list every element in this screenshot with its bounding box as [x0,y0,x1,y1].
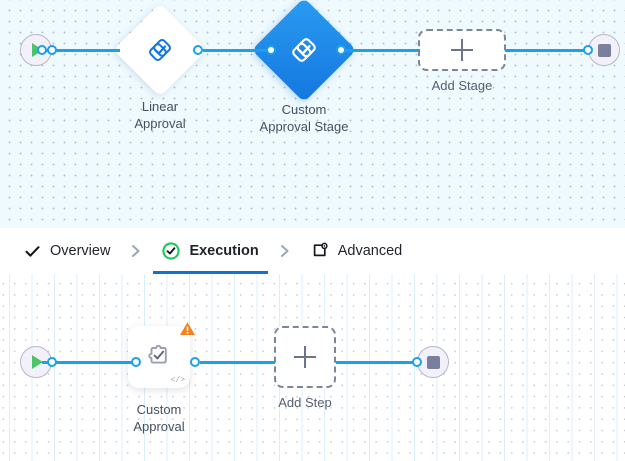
linear-approval-input-port-hidden[interactable] [37,45,47,55]
add-step-box[interactable] [274,326,336,388]
add-stage-label: Add Stage [431,78,493,93]
add-stage-box[interactable] [418,29,506,71]
diamond-shape-selected[interactable] [251,0,357,103]
edge-custom-approval-to-add-step [200,361,275,364]
custom-approval-output-port[interactable] [190,357,200,367]
tab-overview[interactable]: Overview [14,228,119,274]
chevron-right-icon [268,243,302,259]
custom-stage-output-port[interactable] [336,45,346,55]
check-circle-icon [162,242,181,260]
custom-stage-input-port[interactable] [266,45,276,55]
stage-start-node[interactable] [20,34,57,66]
end-input-port[interactable] [583,45,593,55]
stage-node-linear-approval[interactable]: Linear Approval [113,3,207,132]
end-circle [588,34,620,66]
add-stage-node[interactable]: Add Stage [418,29,506,93]
step-node-label: Custom Approval [133,402,185,434]
edge-start-to-custom-approval [42,361,137,364]
tab-advanced[interactable]: Advanced [302,228,412,274]
add-step-label: Add Step [278,395,332,410]
diamond-shape[interactable] [113,3,207,97]
chevron-right-icon [119,243,153,259]
stage-flow-canvas[interactable]: Linear Approval Custom Approval Stage Ad [0,0,625,228]
edge-custom-stage-to-add-stage [338,49,420,52]
step-flow-canvas[interactable]: </> Custom Approval Add Step [0,274,625,461]
check-icon [23,242,41,260]
play-icon [32,355,43,369]
code-badge-icon: </> [170,376,185,385]
stage-end-node[interactable] [583,34,620,66]
add-step-node[interactable]: Add Step [274,326,336,410]
stage-node-label: Linear Approval [134,99,186,131]
tab-advanced-label: Advanced [337,243,403,259]
approval-check-icon [290,36,318,64]
edge-add-stage-to-end [505,49,587,52]
start-output-port[interactable] [47,357,57,367]
stop-icon [426,355,440,369]
linear-approval-output-port[interactable] [193,45,203,55]
end-input-port[interactable] [412,357,422,367]
plus-icon [294,346,316,368]
stop-icon [597,43,611,57]
tab-overview-label: Overview [50,243,111,259]
tab-execution[interactable]: Execution [153,228,269,274]
step-node-custom-approval[interactable]: </> Custom Approval [128,322,195,435]
edge-linear-approval-to-custom-stage [203,49,276,52]
tab-execution-label: Execution [189,243,259,259]
edge-add-step-to-end [336,361,421,364]
plus-icon [451,39,473,61]
step-start-node[interactable] [20,346,57,378]
approval-check-icon [147,37,173,63]
end-circle [417,346,449,378]
tab-bar: Overview Execution Advanced [0,228,625,274]
start-output-port[interactable] [47,45,57,55]
stage-node-label: Custom Approval Stage [259,102,349,134]
puzzle-check-icon [144,340,174,375]
custom-approval-input-port[interactable] [131,357,141,367]
edge-start-to-linear-approval [42,49,120,52]
stage-node-custom-approval-stage[interactable]: Custom Approval Stage [251,0,357,135]
warning-triangle-icon[interactable] [179,320,196,337]
settings-box-icon [311,242,329,260]
step-end-node[interactable] [412,346,449,378]
